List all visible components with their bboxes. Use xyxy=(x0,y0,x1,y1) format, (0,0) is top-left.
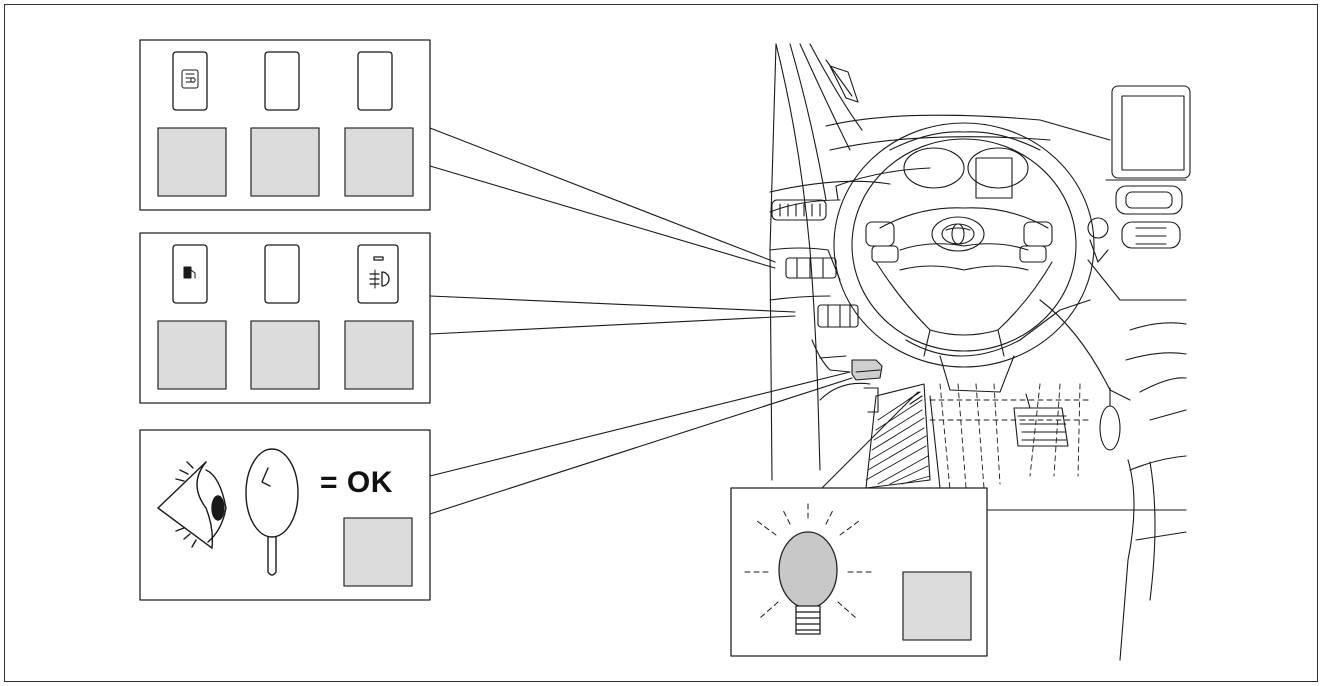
panel-bulb-check xyxy=(731,488,987,656)
panel-fuel-fog xyxy=(140,233,430,403)
answer-box xyxy=(344,518,412,586)
answer-box xyxy=(158,128,226,196)
answer-box xyxy=(345,321,413,389)
answer-box xyxy=(251,321,319,389)
answer-box xyxy=(158,321,226,389)
answer-box xyxy=(903,572,971,640)
answer-box xyxy=(345,128,413,196)
ok-label: = OK xyxy=(320,466,393,500)
panel-headlight-leveling xyxy=(140,40,430,210)
answer-box xyxy=(251,128,319,196)
leader-lines xyxy=(430,128,940,514)
panel-visual-inspection xyxy=(140,430,430,600)
